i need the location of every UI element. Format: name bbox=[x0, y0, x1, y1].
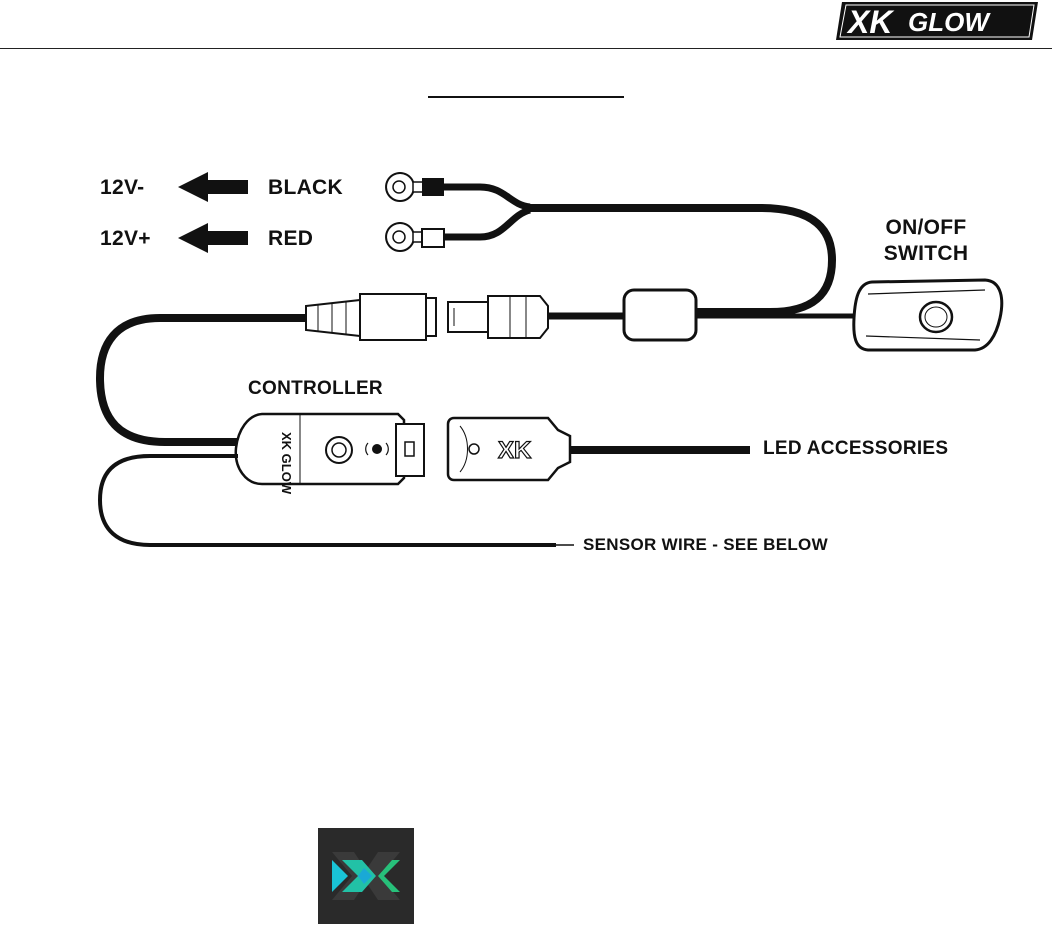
connector-mark-text: XK bbox=[498, 437, 532, 464]
label-12v-positive: 12V+ bbox=[100, 227, 151, 251]
led-connector: XK bbox=[448, 418, 570, 480]
label-switch-line1: ON/OFF bbox=[866, 215, 986, 241]
controller-mark-text: XK GLOW bbox=[279, 432, 294, 495]
black-wire bbox=[444, 187, 530, 207]
label-on-off-switch: ON/OFF SWITCH bbox=[866, 215, 986, 267]
label-black: BLACK bbox=[268, 176, 343, 200]
arrow-left-icon bbox=[178, 172, 248, 202]
controller-module: XK GLOW bbox=[236, 414, 424, 495]
label-controller: CONTROLLER bbox=[248, 378, 383, 400]
label-switch-line2: SWITCH bbox=[866, 241, 986, 267]
label-led-accessories: LED ACCESSORIES bbox=[763, 438, 948, 460]
label-red: RED bbox=[268, 227, 313, 251]
ring-terminal-red bbox=[386, 223, 444, 251]
on-off-switch bbox=[854, 280, 1002, 350]
ring-terminal-black bbox=[386, 173, 444, 201]
arrow-left-icon bbox=[178, 223, 248, 253]
connector-male bbox=[448, 296, 548, 338]
xkglow-app-icon bbox=[318, 828, 414, 924]
connector-female bbox=[306, 294, 436, 340]
red-wire bbox=[444, 210, 530, 237]
ferrite-core bbox=[624, 290, 696, 340]
label-sensor-wire: SENSOR WIRE - SEE BELOW bbox=[583, 535, 828, 555]
label-12v-negative: 12V- bbox=[100, 176, 144, 200]
